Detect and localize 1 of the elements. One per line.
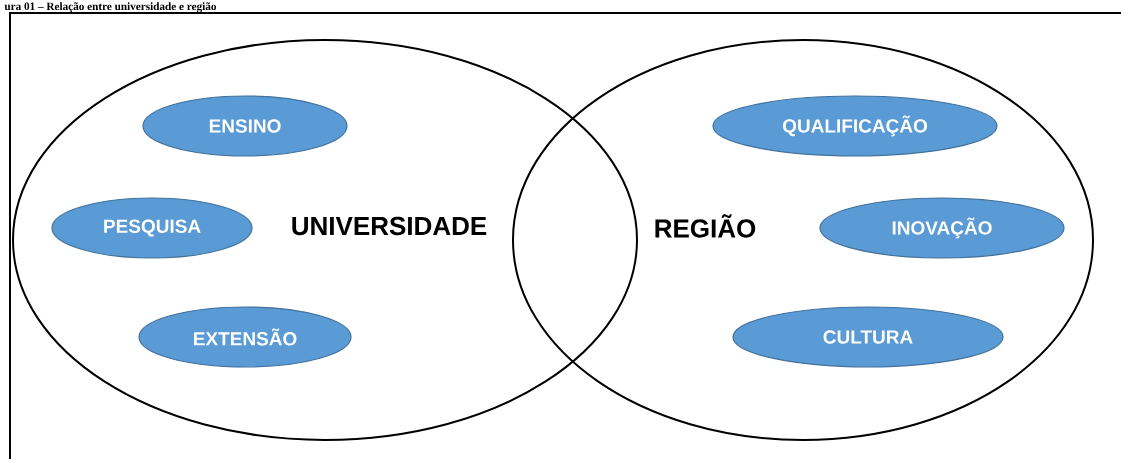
figure-title: ura 01 – Relação entre universidade e região bbox=[4, 2, 217, 13]
